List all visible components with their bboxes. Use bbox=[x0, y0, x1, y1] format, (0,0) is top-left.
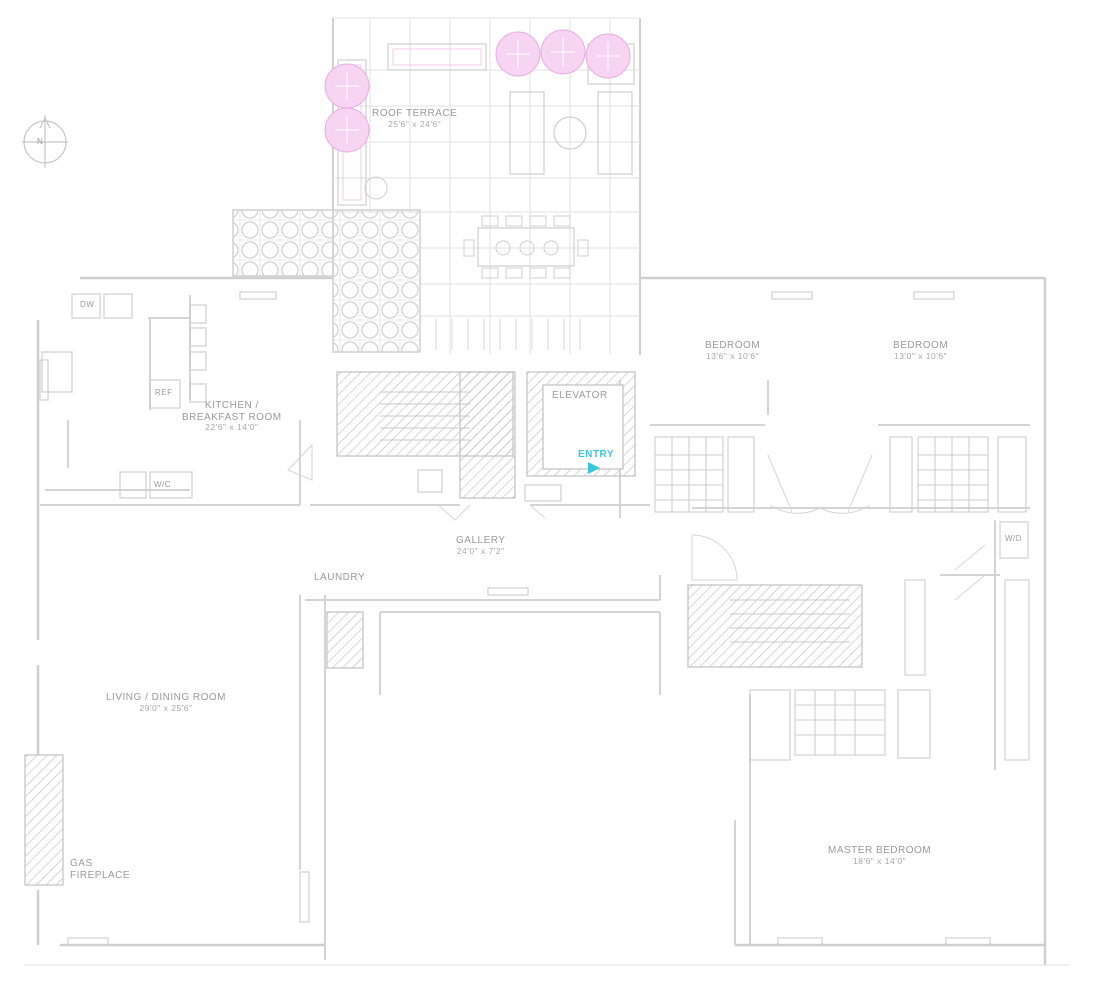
fireplace bbox=[24, 754, 64, 886]
terrace-trees bbox=[324, 29, 631, 153]
room-label-master: MASTER BEDROOM 18'6" x 14'0" bbox=[828, 845, 932, 866]
compass-icon bbox=[22, 115, 68, 168]
room-label-bedroom-right: BEDROOM 13'0" x 10'6" bbox=[893, 340, 949, 361]
compass-label: N bbox=[37, 137, 44, 146]
room-label-fireplace: GAS FIREPLACE bbox=[70, 858, 131, 881]
stair-core-right bbox=[687, 584, 863, 668]
tile-area-terrace bbox=[332, 209, 421, 353]
entry-label: ENTRY bbox=[578, 449, 615, 460]
tile-area-terrace-left bbox=[232, 209, 334, 277]
entry-arrow-icon bbox=[588, 462, 600, 474]
room-label-bedroom-left: BEDROOM 13'6" x 10'6" bbox=[705, 340, 761, 361]
room-label-living: LIVING / DINING ROOM 29'0" x 25'6" bbox=[106, 692, 227, 713]
room-label-terrace: ROOF TERRACE 25'6" x 24'6" bbox=[372, 108, 458, 129]
room-label-elevator: ELEVATOR bbox=[552, 390, 608, 401]
room-label-kitchen: KITCHEN / BREAKFAST ROOM 22'6" x 14'0" bbox=[182, 400, 282, 432]
room-label-gallery: GALLERY 24'0" x 7'2" bbox=[456, 535, 506, 556]
room-label-laundry: LAUNDRY bbox=[314, 572, 366, 583]
appliance-washer-dryer: W/D bbox=[1005, 534, 1023, 543]
appliance-dishwasher: DW bbox=[80, 300, 95, 309]
appliance-refrigerator: REF bbox=[155, 388, 173, 397]
appliance-wc: W/C bbox=[154, 480, 172, 489]
